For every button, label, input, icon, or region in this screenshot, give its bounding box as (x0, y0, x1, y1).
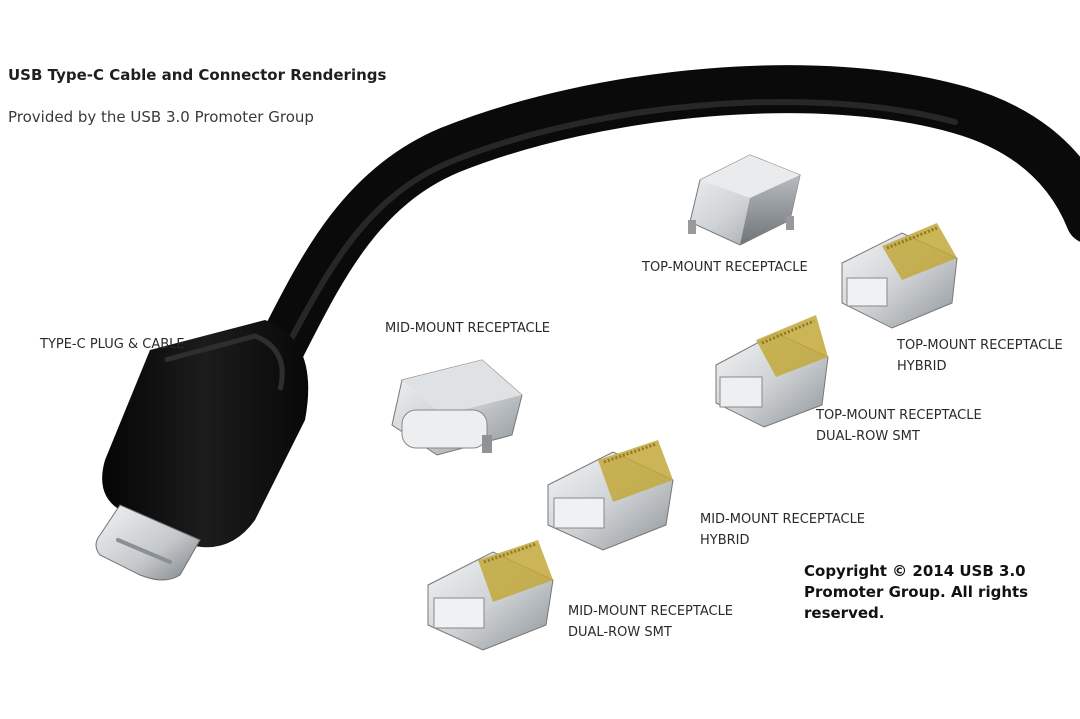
label-top-mount-dual-row-line1: TOP-MOUNT RECEPTACLE (816, 408, 982, 423)
label-top-mount-hybrid-line1: TOP-MOUNT RECEPTACLE (897, 338, 1063, 353)
copyright-line1: Copyright © 2014 USB 3.0 (804, 562, 1026, 580)
page-title: USB Type-C Cable and Connector Rendering… (8, 66, 387, 84)
label-mid-mount-dual-row-line1: MID-MOUNT RECEPTACLE (568, 604, 734, 619)
label-top-mount-hybrid-line2: HYBRID (897, 359, 947, 374)
label-top-mount: TOP-MOUNT RECEPTACLE (642, 260, 808, 275)
label-top-mount-dual-row-line2: DUAL-ROW SMT (816, 429, 920, 444)
label-mid-mount-dual-row-line2: DUAL-ROW SMT (568, 625, 672, 640)
label-top-mount-dual-row: TOP-MOUNT RECEPTACLE DUAL-ROW SMT (816, 405, 982, 447)
label-top-mount-hybrid: TOP-MOUNT RECEPTACLE HYBRID (897, 335, 1063, 377)
type-c-plug (95, 320, 309, 581)
label-mid-mount-dual-row: MID-MOUNT RECEPTACLE DUAL-ROW SMT (568, 601, 733, 643)
mid-mount-receptacle (391, 359, 523, 456)
label-mid-mount-hybrid: MID-MOUNT RECEPTACLE HYBRID (700, 509, 865, 551)
mid-mount-receptacle-dual-row (427, 540, 554, 651)
top-mount-receptacle-dual-row (715, 315, 829, 428)
top-mount-receptacle-hybrid (841, 223, 958, 329)
label-mid-mount-hybrid-line1: MID-MOUNT RECEPTACLE (700, 512, 866, 527)
copyright-line2: Promoter Group. All rights (804, 583, 1029, 601)
copyright-notice: Copyright © 2014 USB 3.0 Promoter Group.… (804, 561, 1028, 624)
copyright-line3: reserved. (804, 604, 885, 622)
page-subtitle: Provided by the USB 3.0 Promoter Group (8, 108, 314, 126)
top-mount-receptacle (688, 154, 801, 246)
mid-mount-receptacle-hybrid (547, 440, 674, 551)
label-mid-mount: MID-MOUNT RECEPTACLE (385, 321, 551, 336)
type-c-cable (216, 65, 1080, 444)
label-plug-cable: TYPE-C PLUG & CABLE (40, 337, 185, 352)
label-mid-mount-hybrid-line2: HYBRID (700, 533, 750, 548)
